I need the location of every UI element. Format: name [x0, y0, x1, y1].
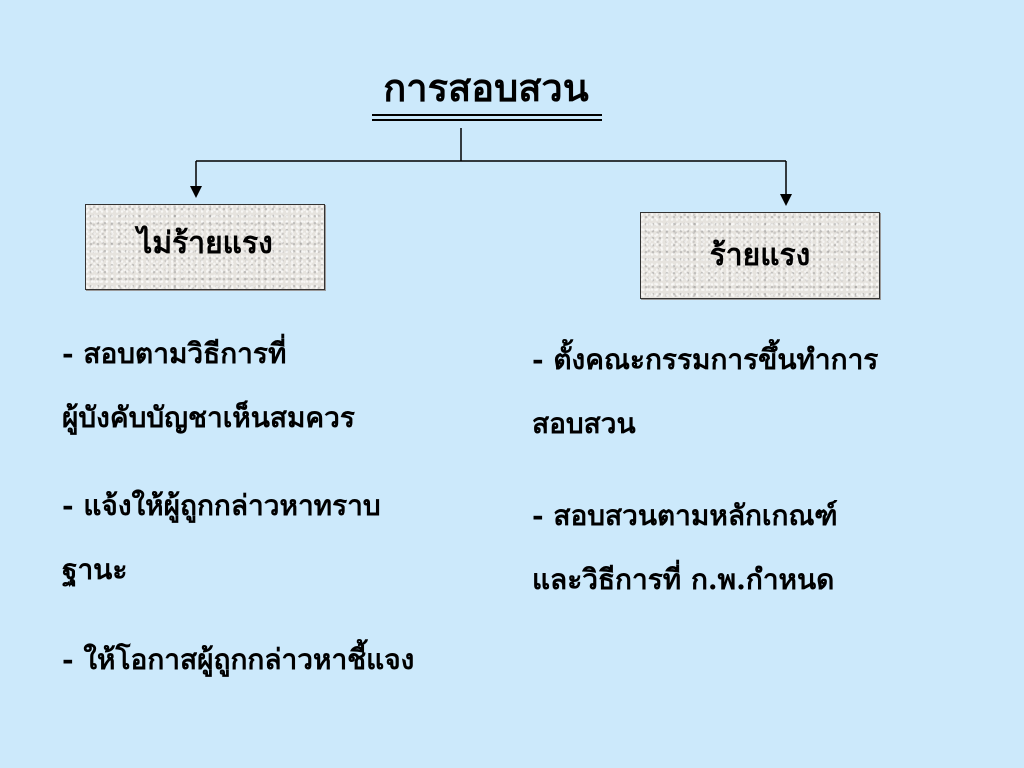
- serious-item-1-line-1: - ตั้งคณะกรรมการขึ้นทำการ: [532, 343, 879, 376]
- category-box-minor: ไม่ร้ายแรง: [85, 204, 325, 290]
- serious-item-1-line-2: สอบสวน: [532, 407, 636, 440]
- serious-item-2-line-1: - สอบสวนตามหลักเกณฑ์: [532, 499, 838, 532]
- serious-item-2-line-2: และวิธีการที่ ก.พ.กำหนด: [532, 563, 835, 596]
- minor-item-1-line-1: - สอบตามวิธีการที่: [62, 337, 287, 370]
- minor-item-2-line-2: ฐานะ: [62, 553, 128, 586]
- diagram-title: การสอบสวน: [383, 65, 589, 110]
- category-box-serious: ร้ายแรง: [640, 212, 880, 299]
- serious-item-2: - สอบสวนตามหลักเกณฑ์ และวิธีการที่ ก.พ.ก…: [532, 484, 952, 612]
- minor-item-2: - แจ้งให้ผู้ถูกกล่าวหาทราบ ฐานะ: [62, 474, 482, 602]
- minor-item-1-line-2: ผู้บังคับบัญชาเห็นสมควร: [62, 401, 355, 434]
- title-double-underline: [372, 114, 602, 121]
- minor-item-3-line-1: - ให้โอกาสผู้ถูกกล่าวหาชี้แจง: [62, 643, 415, 676]
- serious-item-1: - ตั้งคณะกรรมการขึ้นทำการ สอบสวน: [532, 328, 952, 456]
- minor-item-1: - สอบตามวิธีการที่ ผู้บังคับบัญชาเห็นสมค…: [62, 322, 482, 450]
- minor-item-2-line-1: - แจ้งให้ผู้ถูกกล่าวหาทราบ: [62, 489, 381, 522]
- minor-item-3: - ให้โอกาสผู้ถูกกล่าวหาชี้แจง: [62, 628, 492, 692]
